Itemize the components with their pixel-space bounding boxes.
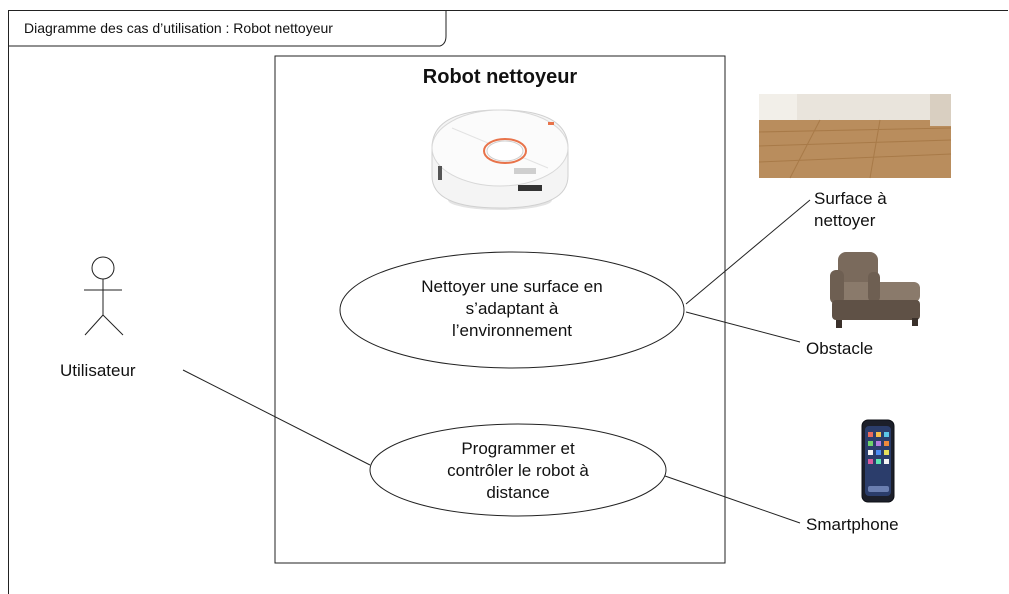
association-user-program	[182, 369, 371, 466]
association-surface-clean	[685, 199, 811, 305]
use-case-program-line-1: Programmer et	[461, 439, 575, 458]
actor-smartphone-label: Smartphone	[806, 515, 899, 534]
diagram-frame	[8, 10, 1008, 594]
use-case-program-label[interactable]: Programmer et contrôler le robot à dista…	[400, 438, 636, 504]
use-case-clean-line-1: Nettoyer une surface en	[421, 277, 603, 296]
use-case-program-ellipse[interactable]	[369, 423, 667, 517]
actor-surface-label: Surface à nettoyer	[814, 188, 887, 232]
use-case-program-line-3: distance	[486, 483, 550, 502]
frame-title: Diagramme des cas d’utilisation : Robot …	[24, 20, 333, 36]
use-case-clean-line-2: s’adaptant à	[465, 299, 559, 318]
actor-obstacle-label: Obstacle	[806, 339, 874, 358]
smartphone-photo	[861, 419, 895, 503]
association-obstacle-clean	[685, 311, 801, 343]
wooden-floor-photo	[758, 94, 952, 179]
system-title: Robot nettoyeur	[422, 66, 578, 88]
armchair-photo	[830, 252, 920, 328]
use-case-clean-ellipse[interactable]	[339, 251, 685, 369]
actor-user-label: Utilisateur	[60, 361, 136, 380]
robot-vacuum-photo	[431, 109, 569, 210]
use-case-clean-label[interactable]: Nettoyer une surface en s’adaptant à l’e…	[370, 276, 654, 342]
stick-figure-icon	[84, 256, 124, 336]
association-smartphone-program	[664, 475, 801, 524]
actor-surface-line-2: nettoyer	[814, 211, 876, 230]
system-boundary	[274, 55, 726, 564]
frame-title-tab	[8, 10, 447, 47]
use-case-clean-line-3: l’environnement	[451, 321, 572, 340]
actor-surface-line-1: Surface à	[814, 189, 887, 208]
use-case-program-line-2: contrôler le robot à	[447, 461, 589, 480]
